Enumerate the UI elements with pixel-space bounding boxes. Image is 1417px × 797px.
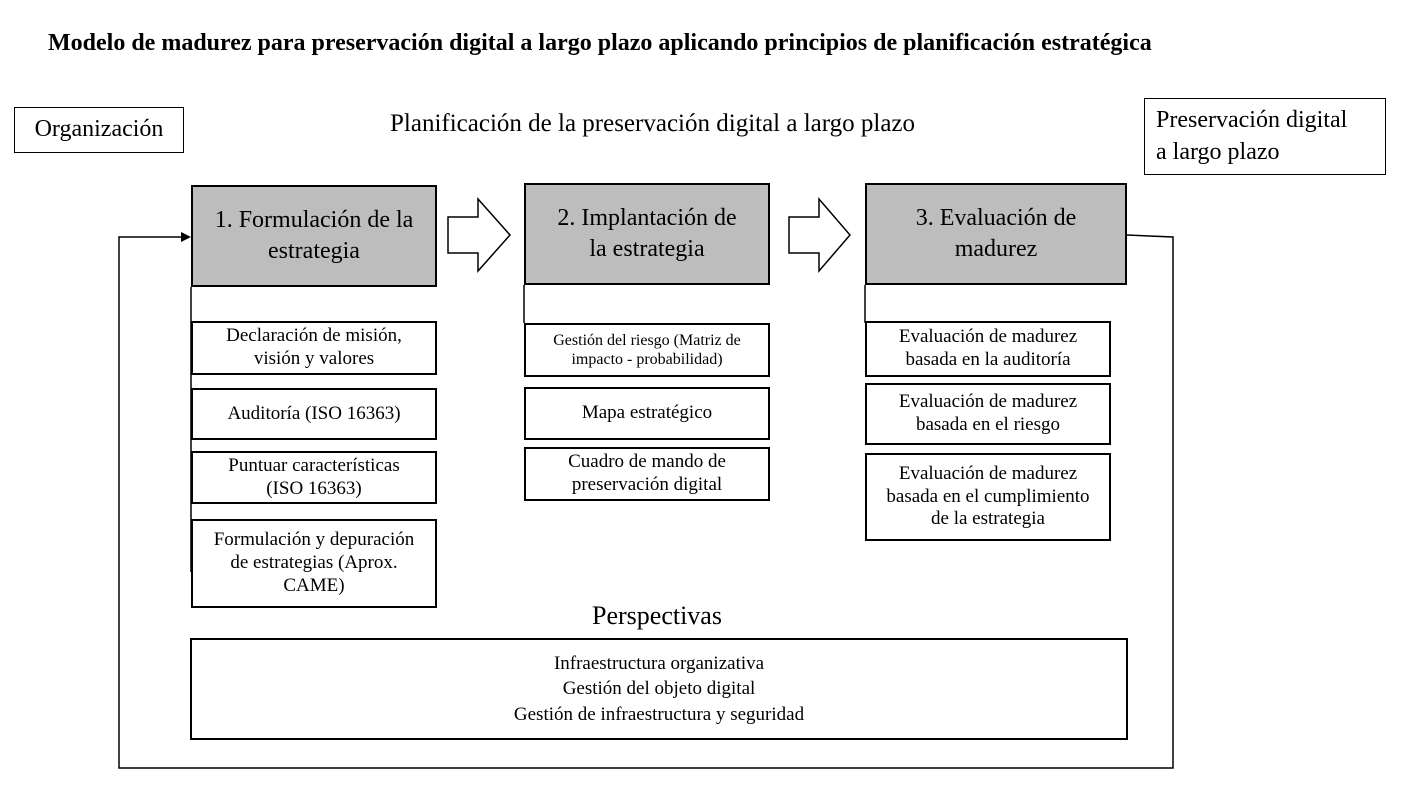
- perspectives-label: Perspectivas: [592, 601, 722, 630]
- item-line-2: (ISO 16363): [266, 477, 362, 499]
- item-line-1: Evaluación de madurez: [898, 391, 1078, 413]
- organization-label: Organización: [14, 107, 184, 153]
- phase-3-header-line-2: madurez: [954, 236, 1038, 262]
- item-line-1: Evaluación de madurez: [898, 462, 1078, 484]
- phase-3-item-strategy-eval: Evaluación de madurez basada en el cumpl…: [865, 453, 1111, 541]
- phase-1-header-line-2: estrategia: [268, 238, 360, 264]
- preservation-label: Preservación digital a largo plazo: [1144, 98, 1386, 175]
- item-line-1: Cuadro de mando de: [568, 451, 726, 473]
- organization-text: Organización: [34, 116, 164, 143]
- item-line-2: de estrategias (Aprox.: [230, 552, 398, 574]
- feedback-arrowhead: [181, 232, 191, 242]
- item-line-1: Evaluación de madurez: [898, 326, 1078, 348]
- item-line-2: basada en el riesgo: [915, 414, 1061, 435]
- item-line-2: basada en el cumplimiento: [886, 485, 1090, 507]
- phase-3-header-line-1: 3. Evaluación de: [915, 204, 1077, 231]
- item-line-1: Declaración de misión,: [226, 325, 402, 347]
- perspective-line-1: Infraestructura organizativa: [553, 652, 765, 674]
- item-line-3: de la estrategia: [931, 508, 1045, 530]
- item-line-2: impacto - probabilidad): [571, 351, 723, 368]
- phase-2-header: 2. Implantación de la estrategia: [524, 183, 770, 285]
- perspective-line-3: Gestión de infraestructura y seguridad: [513, 703, 805, 725]
- phase-3-item-risk-eval: Evaluación de madurez basada en el riesg…: [865, 383, 1111, 445]
- item-line-1: Puntuar características: [228, 454, 400, 476]
- arrow-phase2-to-phase3: [788, 196, 851, 274]
- item-line-1: Mapa estratégico: [581, 402, 713, 424]
- item-line-2: preservación digital: [571, 474, 723, 495]
- phase-1-item-mission: Declaración de misión, visión y valores: [191, 321, 437, 375]
- item-line-2: basada en la auditoría: [905, 349, 1071, 370]
- phase-3-header: 3. Evaluación de madurez: [865, 183, 1127, 285]
- item-line-1: Gestión del riesgo (Matriz de: [553, 331, 741, 349]
- diagram-title: Modelo de madurez para preservación digi…: [48, 30, 1152, 56]
- phase-3-item-audit-eval: Evaluación de madurez basada en la audit…: [865, 321, 1111, 377]
- arrow-phase1-to-phase2: [447, 197, 512, 273]
- item-line-2: visión y valores: [253, 348, 375, 369]
- item-line-1: Auditoría (ISO 16363): [227, 402, 401, 424]
- center-title: Planificación de la preservación digital…: [390, 110, 916, 137]
- phase-1-header-line-1: 1. Formulación de la: [214, 206, 414, 233]
- phase-2-item-scorecard: Cuadro de mando de preservación digital: [524, 447, 770, 501]
- phase-2-item-map: Mapa estratégico: [524, 387, 770, 440]
- perspective-line-2: Gestión del objeto digital: [562, 678, 756, 700]
- preservation-line-2: a largo plazo: [1156, 138, 1280, 165]
- phase-2-item-risk: Gestión del riesgo (Matriz de impacto - …: [524, 323, 770, 377]
- phase-1-item-audit: Auditoría (ISO 16363): [191, 388, 437, 440]
- phase-1-header: 1. Formulación de la estrategia: [191, 185, 437, 287]
- phase-1-item-score: Puntuar características (ISO 16363): [191, 451, 437, 504]
- preservation-line-1: Preservación digital: [1156, 107, 1348, 134]
- phase-1-item-strategies: Formulación y depuración de estrategias …: [191, 519, 437, 608]
- feedback-loop-line: [118, 234, 1174, 769]
- perspectives-box: Infraestructura organizativa Gestión del…: [190, 638, 1128, 740]
- phase-2-header-line-1: 2. Implantación de: [557, 204, 737, 231]
- phase-2-header-line-2: la estrategia: [589, 236, 705, 262]
- item-line-1: Formulación y depuración: [213, 529, 415, 551]
- item-line-3: CAME): [283, 574, 345, 596]
